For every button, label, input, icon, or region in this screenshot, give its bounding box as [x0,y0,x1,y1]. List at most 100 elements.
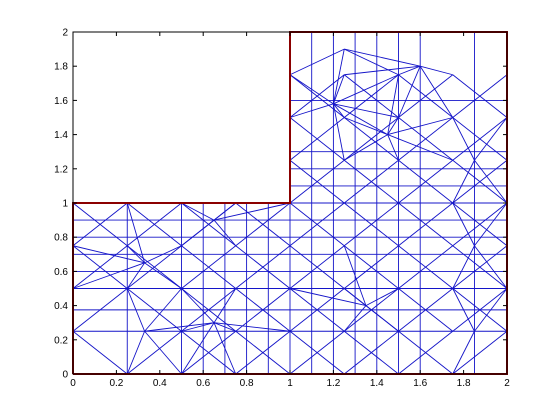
mesh-edge [344,48,421,67]
mesh-edge [213,219,237,247]
mesh-edge [181,322,215,375]
mesh-edge [72,245,145,264]
mesh-edge [474,117,508,161]
mesh-edge [181,322,215,332]
mesh-edge [235,245,291,289]
x-tick-label: 0.2 [109,378,123,389]
mesh-edge [332,74,345,104]
y-tick-label: 0.6 [54,267,68,278]
mesh-edge [452,330,508,375]
mesh-edge [343,288,367,306]
y-tick-label: 1 [62,199,68,210]
mesh-edge [181,245,237,289]
mesh-edge [343,330,399,375]
x-tick-label: 0.6 [196,378,210,389]
y-tick-label: 0.2 [54,335,68,346]
mesh-edge [289,103,334,118]
mesh-edge [289,245,345,289]
x-tick-label: 1.2 [326,378,340,389]
mesh-edge [365,305,399,332]
x-tick-label: 1.8 [457,378,471,389]
mesh-edge [474,159,508,204]
mesh-edge [398,288,454,332]
mesh-edge [181,330,237,375]
axes-box [72,31,508,375]
mesh-edge [235,330,291,375]
x-tick-label: 1.6 [413,378,427,389]
mesh-edge [398,202,454,247]
mesh-edge [452,288,508,332]
x-tick-label: 0 [70,378,76,389]
mesh-edge [289,74,345,118]
mesh-edge [126,288,146,332]
y-tick-label: 0.4 [54,301,68,312]
mesh-edge [126,245,145,264]
mesh-edge [289,202,345,247]
mesh-edge [289,288,345,332]
mesh-edge [387,117,399,135]
y-tick-label: 0 [62,370,68,381]
mesh-edge [452,117,508,161]
mesh-edge [289,288,367,307]
mesh-edge [343,245,399,289]
mesh-edge [126,245,182,289]
mesh-edge [213,288,237,323]
mesh-edge [344,134,388,161]
mesh-edge [289,74,334,105]
mesh-edge [398,65,421,76]
mesh-edge [387,134,399,161]
mesh-edge [333,103,399,118]
mesh-edge [398,66,421,118]
mesh-edge [420,65,453,76]
mesh-edge [213,322,291,332]
mesh-edge [343,245,367,306]
mesh-edge [126,262,145,289]
mesh-edge [398,330,454,375]
mesh-edge [72,288,128,332]
mesh-edge [126,331,146,375]
mesh-edge [126,330,182,375]
mesh-edge [126,202,146,263]
mesh-edge [181,202,237,247]
mesh-edge [452,160,475,204]
mesh-edge [452,331,475,375]
mesh-edge [289,117,345,161]
mesh-edge [398,245,454,289]
mesh-edge [289,330,345,375]
mesh-edge [344,117,388,136]
mesh-edge [333,74,399,105]
mesh-edge [289,48,345,76]
mesh-edge [344,65,421,76]
mesh-edge [452,245,475,289]
mesh-edge [474,288,508,332]
x-tick-label: 0.4 [153,378,167,389]
y-axis: 00.20.40.60.811.21.41.61.82 [54,28,507,381]
mesh-edge [343,117,399,161]
mesh-edge [452,288,475,332]
mesh-edge [213,322,237,375]
mesh-edge [343,159,399,204]
mesh-edge [181,202,215,221]
mesh-edge [474,202,508,247]
y-tick-label: 0.8 [54,233,68,244]
mesh-edge [474,245,508,289]
y-tick-label: 1.4 [54,130,68,141]
mesh-edge [213,202,237,221]
mesh-edge [452,202,475,246]
mesh-edge [332,49,345,104]
mesh-edge [144,322,215,332]
mesh-edge [452,202,508,247]
mesh-edge [343,202,399,247]
mesh-edge [144,288,182,332]
mesh-edge [235,202,291,247]
x-tick-label: 1 [287,378,293,389]
mesh-edge [398,159,454,204]
mesh-edge [181,288,215,324]
mesh-edge [419,65,454,118]
mesh-edge [452,245,508,289]
x-tick-label: 1.4 [370,378,384,389]
mesh-edge [344,48,399,76]
mesh-edge [343,305,367,332]
